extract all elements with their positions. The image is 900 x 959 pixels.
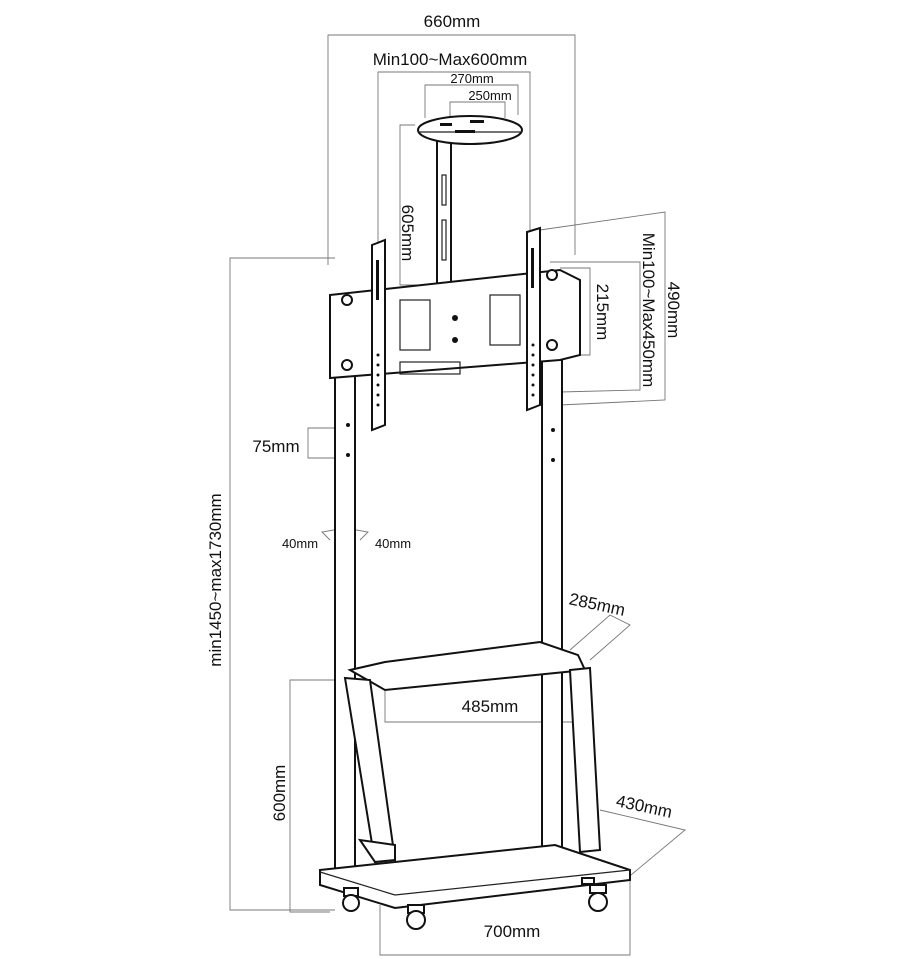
- label-post-depth: 40mm: [375, 536, 411, 551]
- camera-tray: [417, 115, 523, 291]
- caster-rear-mid: [581, 877, 595, 885]
- caster-front-right: [406, 904, 426, 930]
- casters: [342, 877, 608, 930]
- label-base-depth: 430mm: [614, 791, 673, 821]
- middle-shelf: [343, 640, 602, 864]
- label-camera-pole-height: 605mm: [398, 205, 417, 262]
- label-overall-width: 660mm: [424, 12, 481, 31]
- label-base-width: 700mm: [484, 922, 541, 941]
- label-post-width: 40mm: [282, 536, 318, 551]
- label-shelf-depth: 285mm: [567, 589, 626, 619]
- label-bracket-height: 490mm: [664, 282, 683, 339]
- label-tray-depth: 250mm: [468, 88, 511, 103]
- label-hole-spacing: 75mm: [252, 437, 299, 456]
- tv-arms: [341, 226, 558, 432]
- dimension-lines: [229, 34, 686, 956]
- mounting-plate: [329, 268, 581, 380]
- caster-rear-right: [588, 884, 608, 912]
- label-bracket-range-vertical: Min100~Max450mm: [639, 233, 658, 388]
- label-shelf-height: 600mm: [270, 765, 289, 822]
- label-plate-height: 215mm: [593, 284, 612, 341]
- dimension-labels: 660mm Min100~Max600mm 270mm 250mm 605mm …: [206, 12, 683, 941]
- label-tray-width: 270mm: [450, 71, 493, 86]
- label-bracket-range-horizontal: Min100~Max600mm: [373, 50, 528, 69]
- caster-front-left: [342, 887, 360, 912]
- base: [319, 843, 631, 910]
- label-overall-height: min1450~max1730mm: [206, 493, 225, 666]
- label-shelf-width: 485mm: [462, 697, 519, 716]
